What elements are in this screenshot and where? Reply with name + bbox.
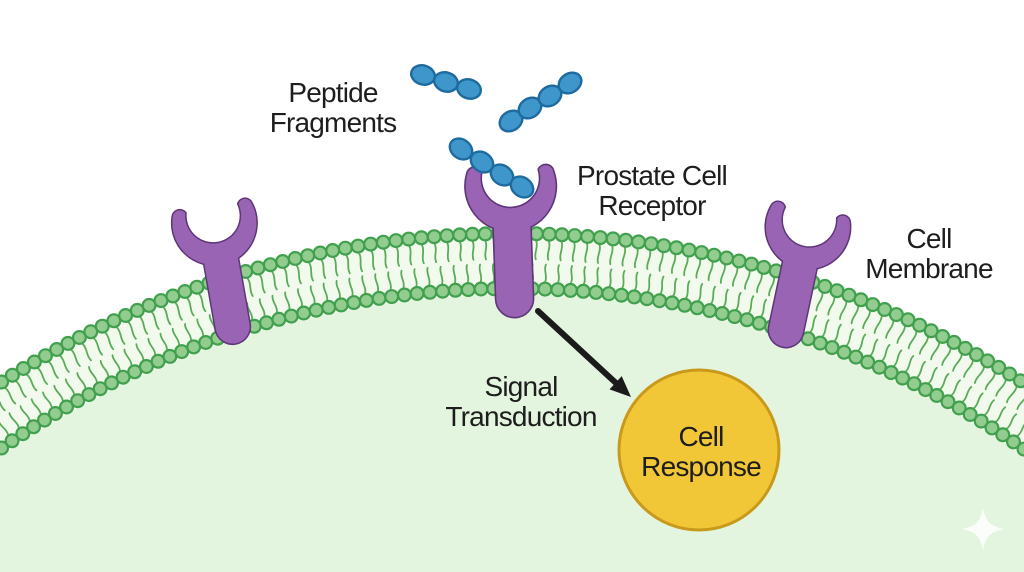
prostate-receptor-line2: Receptor [598,190,706,221]
peptide-bead [509,175,535,199]
peptide-bead [455,78,483,100]
prostate-receptor-line1: Prostate Cell [577,160,728,191]
receptor [464,163,558,319]
receptor [170,197,258,346]
cell-response-label: Cell Response [641,422,761,482]
signal-transduction-label: Signal Transduction [445,371,597,432]
peptide-chain [498,71,583,133]
signal-arrow [535,308,631,397]
peptide-bead [557,71,583,95]
sparkle-icon [962,508,1004,550]
receptor [764,200,852,349]
peptide-fragments-label: Peptide Fragments [270,78,397,138]
cell-interior [0,295,1024,572]
peptide-chain [448,137,535,199]
prostate-cell-receptor-label: Prostate Cell Receptor [577,160,728,221]
lipid-heads [0,226,1024,457]
cell-response-circle [617,368,781,532]
cell-membrane-line2: Membrane [865,253,993,284]
peptide-fragments-line2: Fragments [269,107,397,138]
signal-transduction-line2: Transduction [445,401,597,432]
signal-transduction-line1: Signal [484,371,558,402]
lipid-tails [0,240,1024,437]
cell-response-line1: Cell [678,421,724,452]
cell-response-line2: Response [641,451,761,482]
peptide-fragments-line1: Peptide [288,77,378,108]
peptide-chain [409,64,483,100]
cell-membrane-line1: Cell [906,223,952,254]
cell-membrane-label: Cell Membrane [865,223,993,284]
